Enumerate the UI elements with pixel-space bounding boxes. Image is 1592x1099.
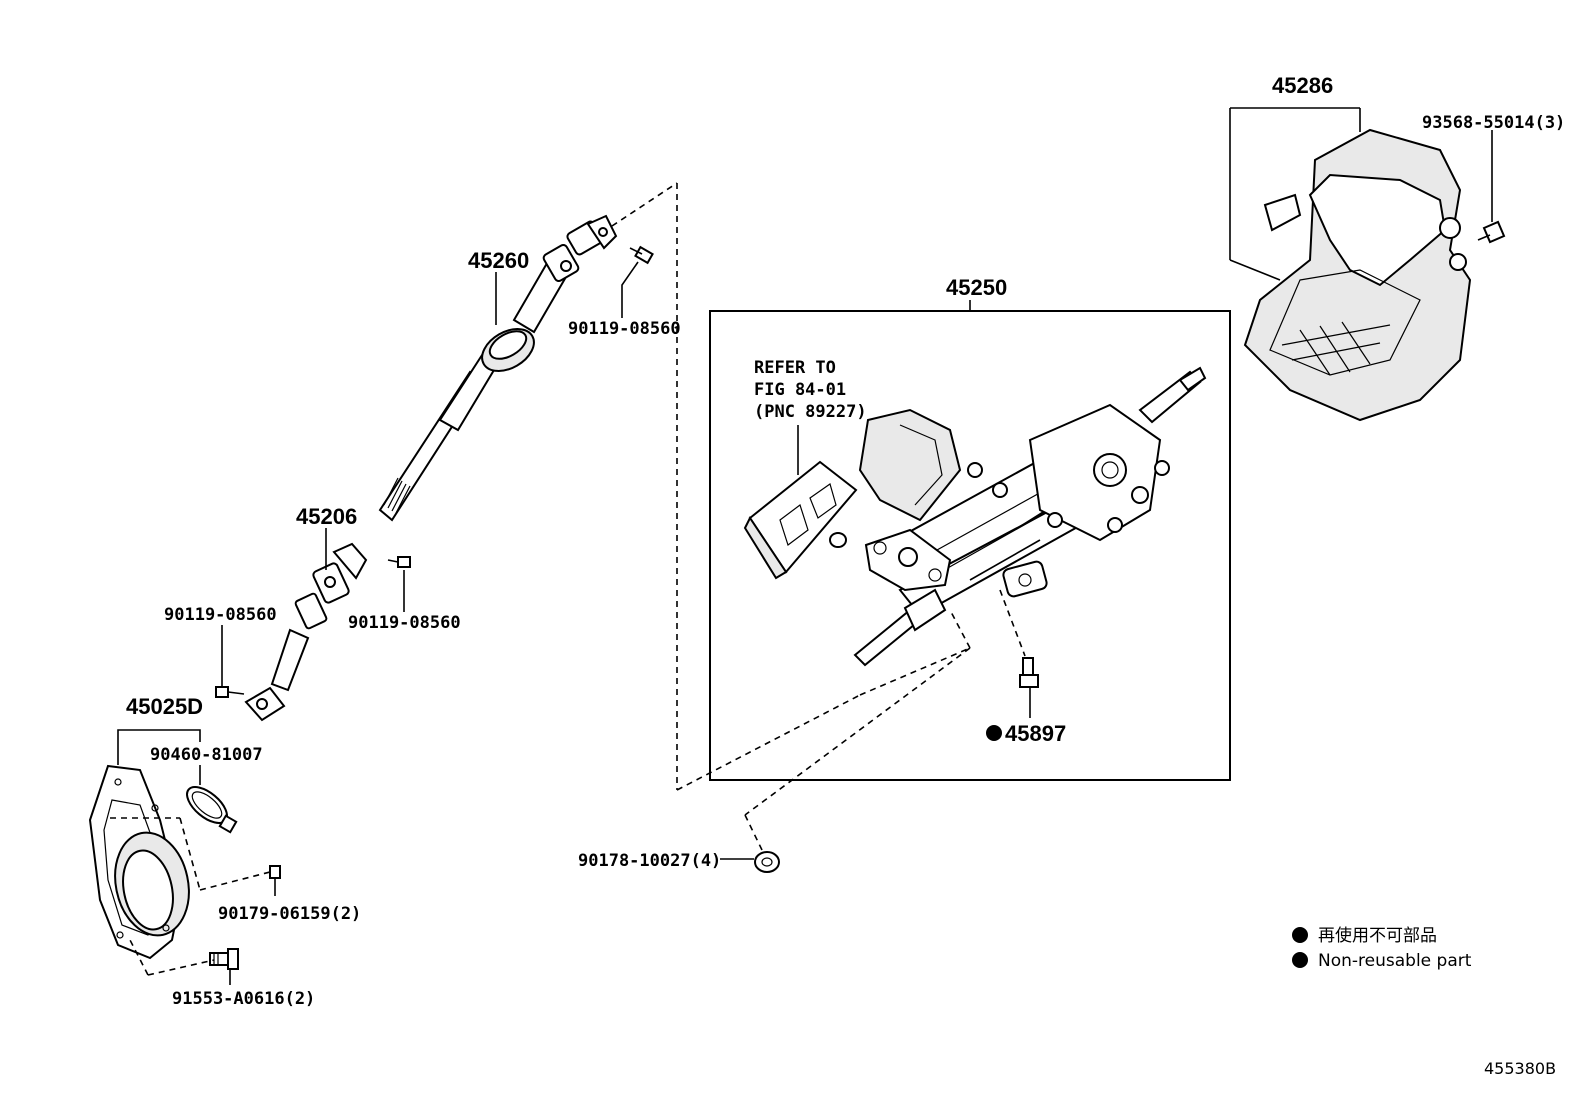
legend-jp: 再使用不可部品	[1318, 925, 1437, 946]
bolt-90119-mid[interactable]	[387, 556, 411, 612]
label-45250: 45250	[946, 275, 1007, 300]
nut-90178[interactable]	[720, 851, 780, 873]
refer-line-2: FIG 84-01	[754, 380, 846, 400]
clamp-90460[interactable]	[181, 780, 238, 834]
legend-dot-icon	[1292, 927, 1308, 943]
legend: 再使用不可部品 Non-reusable part	[1292, 925, 1472, 971]
diagram-id: 455380B	[1484, 1059, 1556, 1078]
label-90119-top: 90119-08560	[568, 319, 681, 339]
label-45206: 45206	[296, 504, 357, 529]
leader-lines	[325, 272, 497, 570]
leader-lines-45025d	[117, 729, 201, 785]
bolt-90119-left[interactable]	[215, 625, 245, 698]
refer-line-1: REFER TO	[754, 358, 836, 378]
label-45286: 45286	[1272, 73, 1333, 98]
non-reusable-marker-icon	[986, 725, 1002, 741]
label-90460: 90460-81007	[150, 745, 263, 765]
bolt-45897[interactable]	[1019, 657, 1039, 718]
label-91553: 91553-A0616(2)	[172, 989, 315, 1009]
control-module-89227[interactable]	[743, 425, 858, 580]
refer-line-3: (PNC 89227)	[754, 402, 867, 422]
sliding-yoke-45206[interactable]	[244, 542, 368, 722]
bolt-91553[interactable]	[209, 948, 239, 985]
label-45025d: 45025D	[126, 694, 203, 719]
legend-en: Non-reusable part	[1318, 951, 1472, 971]
dashed-lines-center	[611, 182, 1026, 851]
label-45897: 45897	[1005, 721, 1066, 746]
label-90119-left: 90119-08560	[164, 605, 277, 625]
bolt-90119-top[interactable]	[621, 245, 654, 318]
steering-column-45250[interactable]	[853, 366, 1207, 667]
dashed-lines-left	[110, 817, 271, 976]
bolt-90179[interactable]	[269, 865, 281, 896]
label-93568: 93568-55014(3)	[1422, 113, 1565, 133]
label-45260: 45260	[468, 248, 529, 273]
legend-dot-icon	[1292, 952, 1308, 968]
screw-93568[interactable]	[1477, 130, 1506, 244]
column-cover-45286[interactable]	[1229, 107, 1472, 422]
hole-cover-45025d[interactable]	[88, 764, 198, 960]
label-90119-mid: 90119-08560	[348, 613, 461, 633]
label-90179: 90179-06159(2)	[218, 904, 361, 924]
label-90178: 90178-10027(4)	[578, 851, 721, 871]
column-assembly-box	[709, 300, 1231, 781]
intermediate-shaft-45260[interactable]	[378, 214, 618, 522]
